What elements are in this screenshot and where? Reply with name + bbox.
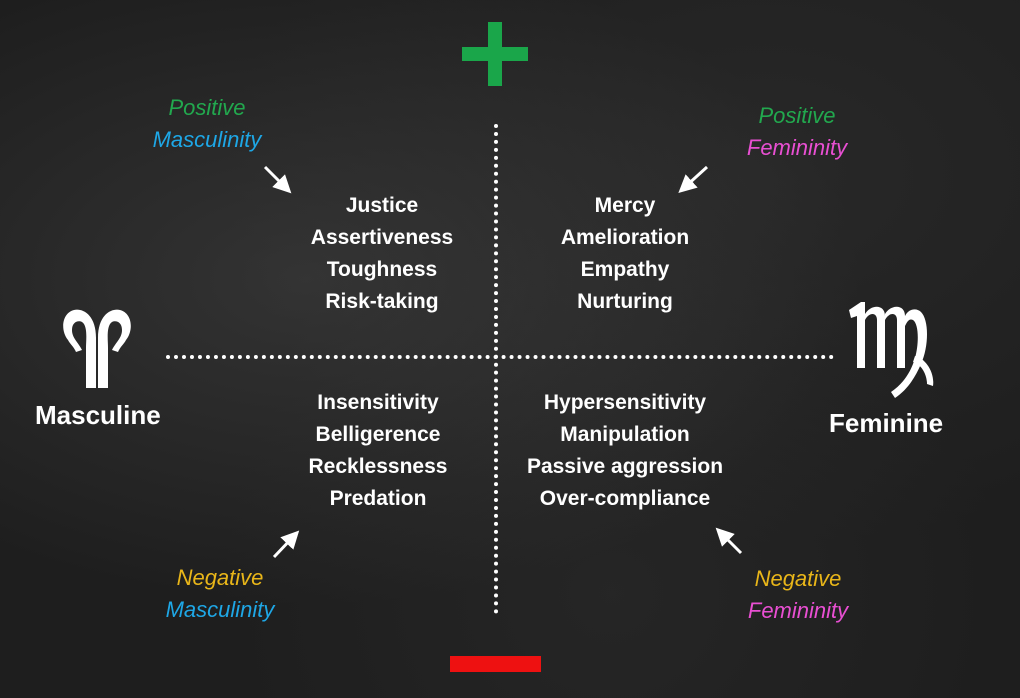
caption-femininity: Femininity: [746, 135, 848, 160]
trait: Over-compliance: [539, 487, 711, 510]
arrow-negative-masculinity: [272, 530, 300, 559]
caption-masculinity: Masculinity: [152, 127, 262, 152]
trait: Nurturing: [577, 290, 673, 313]
negative-masculinity-caption: Negative Masculinity: [120, 562, 320, 626]
minus-icon: [450, 656, 541, 672]
horizontal-axis: [166, 355, 834, 359]
virgo-icon: [849, 302, 934, 398]
positive-masculinity-traits: Justice Assertiveness Toughness Risk-tak…: [282, 190, 482, 318]
trait: Toughness: [326, 258, 438, 281]
arrow-positive-femininity: [678, 165, 709, 194]
trait: Insensitivity: [317, 391, 439, 414]
trait: Assertiveness: [310, 226, 454, 249]
arrow-positive-masculinity: [263, 165, 292, 194]
trait: Empathy: [580, 258, 670, 281]
positive-masculinity-caption: Positive Masculinity: [107, 92, 307, 156]
aries-icon: [63, 309, 131, 388]
negative-femininity-traits: Hypersensitivity Manipulation Passive ag…: [505, 387, 745, 515]
feminine-label: Feminine: [829, 408, 944, 438]
trait: Belligerence: [315, 423, 441, 446]
trait: Recklessness: [308, 455, 448, 478]
caption-masculinity: Masculinity: [165, 597, 275, 622]
caption-femininity: Femininity: [747, 598, 849, 623]
positive-femininity-traits: Mercy Amelioration Empathy Nurturing: [525, 190, 725, 318]
negative-femininity-caption: Negative Femininity: [698, 563, 898, 627]
negative-masculinity-traits: Insensitivity Belligerence Recklessness …: [278, 387, 478, 515]
positive-femininity-caption: Positive Femininity: [697, 100, 897, 164]
arrow-negative-femininity: [715, 527, 743, 555]
trait: Risk-taking: [325, 290, 439, 313]
trait: Predation: [329, 487, 427, 510]
caption-positive: Positive: [758, 103, 836, 128]
trait: Mercy: [594, 194, 656, 217]
caption-negative: Negative: [754, 566, 842, 591]
trait: Passive aggression: [526, 455, 724, 478]
trait: Manipulation: [560, 423, 690, 446]
masculine-label: Masculine: [35, 400, 161, 430]
vertical-axis: [494, 124, 498, 614]
caption-negative: Negative: [176, 565, 264, 590]
trait: Justice: [345, 194, 419, 217]
caption-positive: Positive: [168, 95, 246, 120]
trait: Amelioration: [560, 226, 690, 249]
trait: Hypersensitivity: [543, 391, 707, 414]
